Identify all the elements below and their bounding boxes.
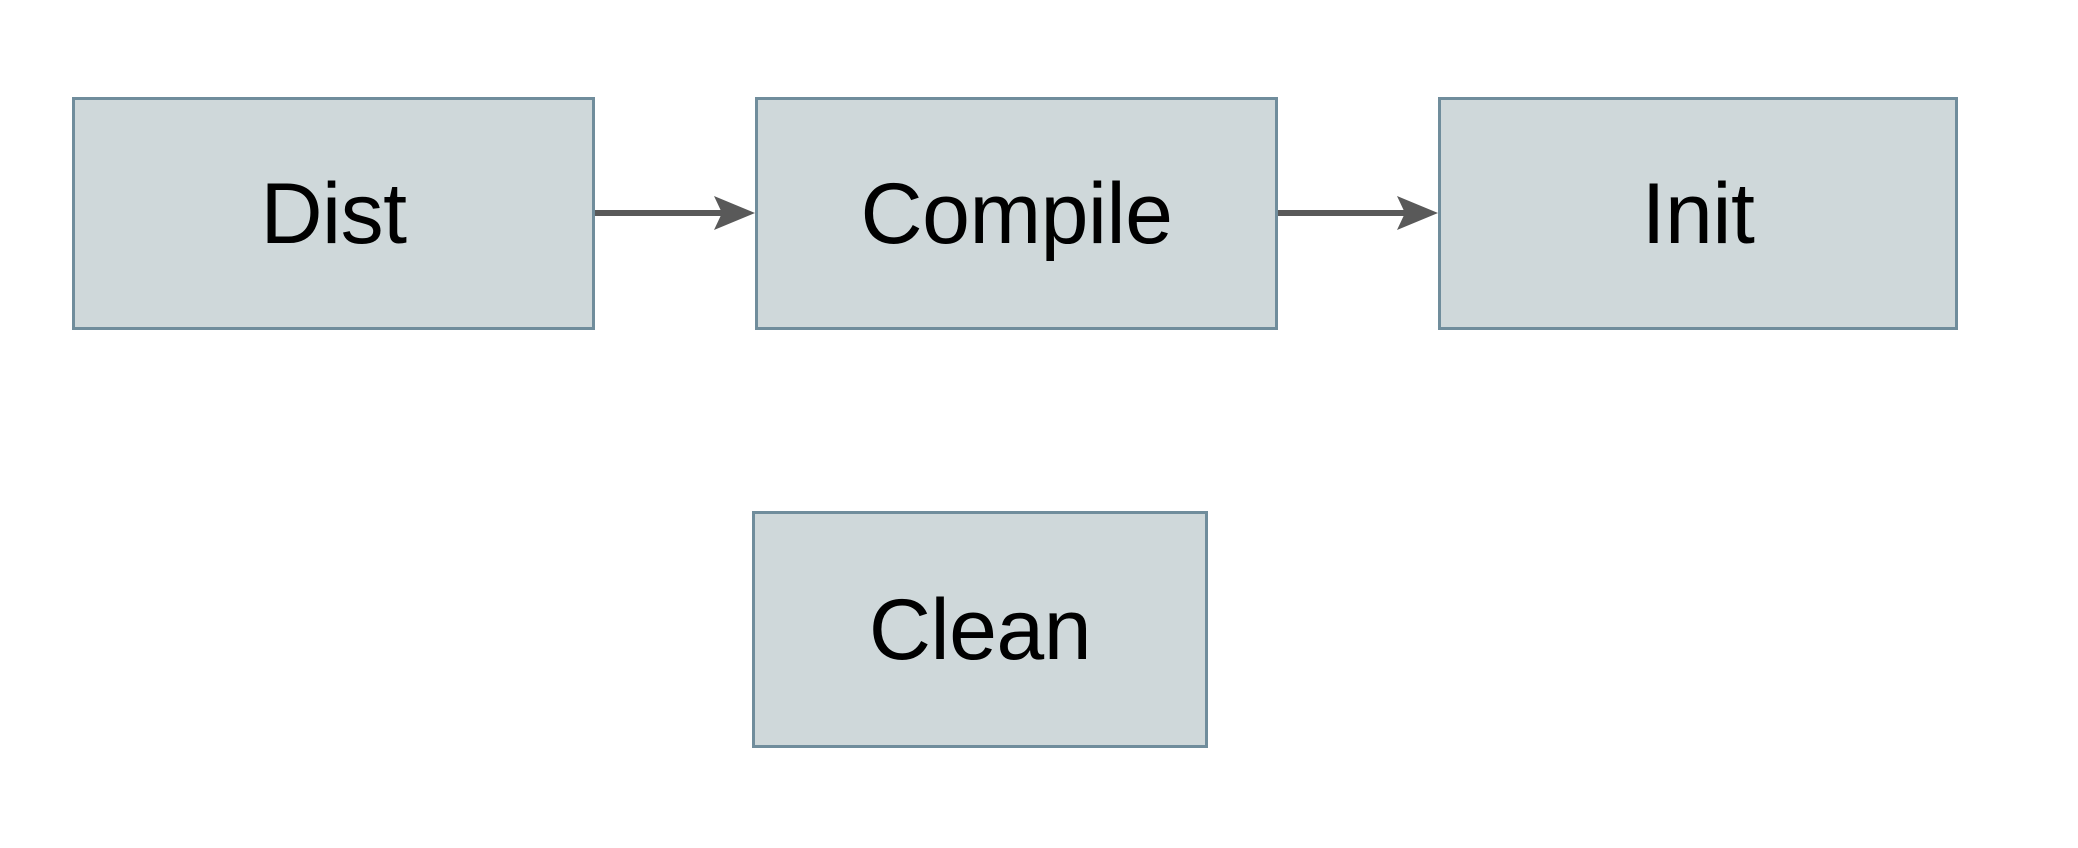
node-init-label: Init	[1641, 165, 1755, 262]
node-init[interactable]: Init	[1438, 97, 1958, 330]
arrowhead-compile-to-init	[1397, 196, 1438, 230]
arrowhead-dist-to-compile	[714, 196, 755, 230]
node-compile[interactable]: Compile	[755, 97, 1278, 330]
edge-compile-to-init[interactable]	[1278, 196, 1438, 230]
node-compile-label: Compile	[860, 165, 1173, 262]
node-clean-label: Clean	[868, 581, 1092, 678]
node-dist[interactable]: Dist	[72, 97, 595, 330]
node-clean[interactable]: Clean	[752, 511, 1208, 748]
node-dist-label: Dist	[260, 165, 407, 262]
edge-dist-to-compile[interactable]	[595, 196, 755, 230]
